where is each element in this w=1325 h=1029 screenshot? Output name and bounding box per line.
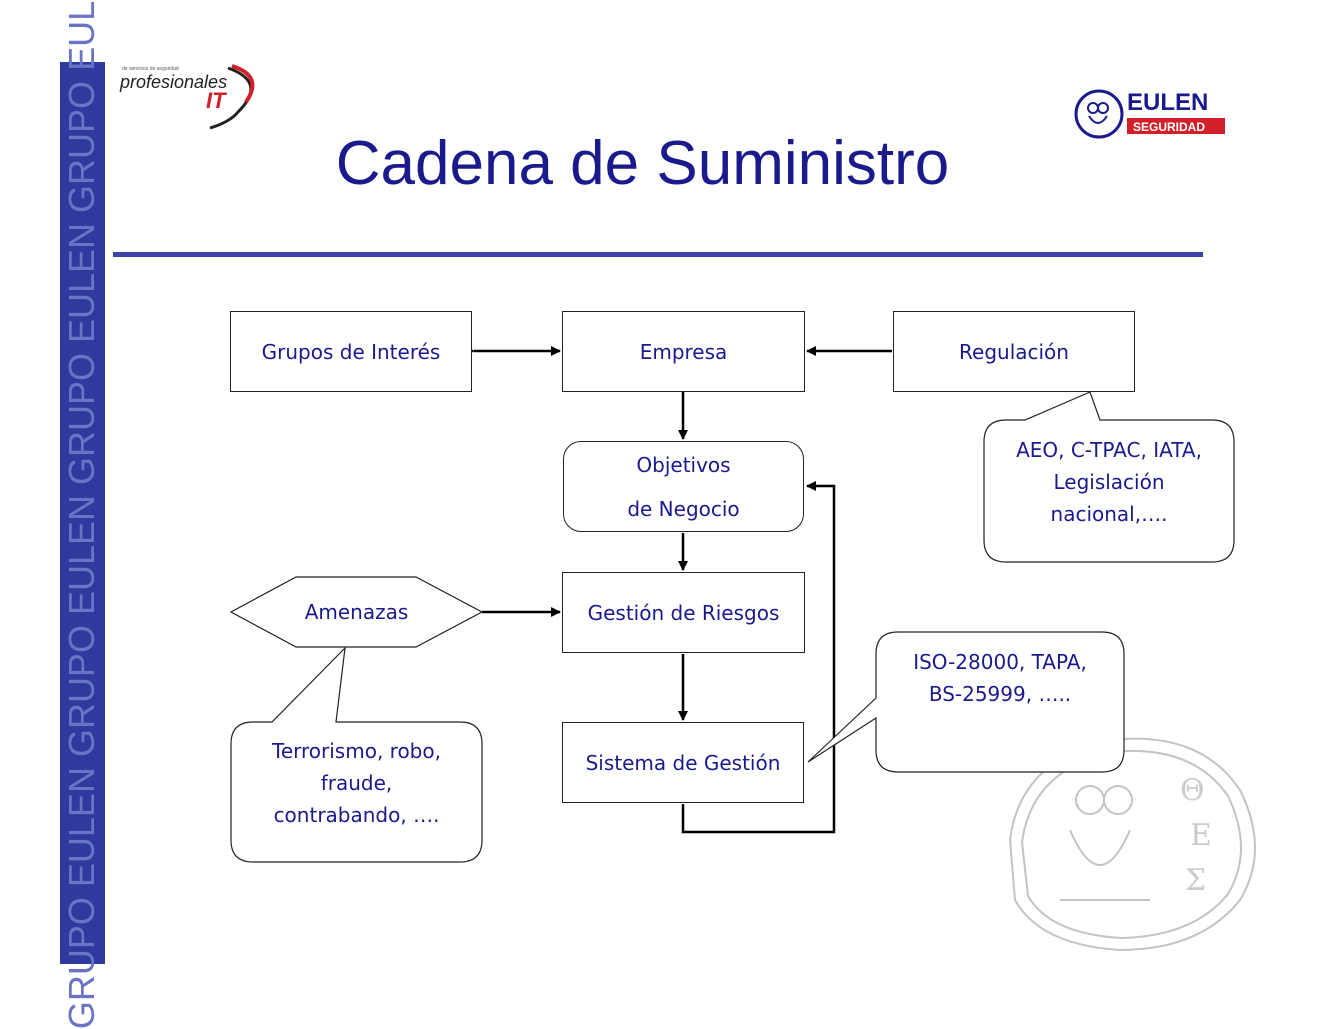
profesionales-it-logo: de servicios de seguridad profesionales … [118,62,268,137]
callout-regulacion: AEO, C-TPAC, IATA, Legislación nacional,… [984,434,1234,530]
title-divider [113,252,1203,257]
node-gestion-de-riesgos: Gestión de Riesgos [562,572,805,653]
logo-accent-text: IT [206,88,227,113]
callout-amenazas-line-3: contrabando, …. [273,803,440,827]
callout-regulacion-line-2: Legislación [1053,470,1165,494]
node-amenazas-label: Amenazas [304,600,409,624]
callout-amenazas: Terrorismo, robo, fraude, contrabando, …… [231,735,482,831]
callout-sistema-line-2: BS-25999, ….. [928,682,1072,706]
eulen-text: EULEN [1127,89,1208,116]
eulen-seguridad-logo: EULEN SEGURIDAD [1073,88,1228,145]
callout-sistema-shape [807,631,1125,773]
node-objetivos-label-1: Objetivos [636,452,731,477]
node-objetivos-de-negocio: Objetivos de Negocio [563,441,804,532]
logo-small-text: de servicios de seguridad [122,66,179,72]
node-objetivos-label-2: de Negocio [627,496,740,521]
feedback-loop-arrow [681,481,836,834]
callout-amenazas-shape [230,646,483,863]
node-empresa-label: Empresa [639,339,728,364]
sidebar-band [60,62,105,964]
node-regulacion: Regulación [893,311,1135,392]
svg-text:Ε: Ε [1190,818,1212,853]
callout-regulacion-line-1: AEO, C-TPAC, IATA, [1016,438,1202,462]
node-grupos-label: Grupos de Interés [261,339,441,364]
amenazas-hexagon [229,576,484,648]
callout-regulacion-shape [983,391,1235,563]
node-gestion-riesgos-label: Gestión de Riesgos [587,600,780,625]
svg-text:Θ: Θ [1180,773,1205,808]
seguridad-text: SEGURIDAD [1133,120,1205,134]
node-grupos-de-interes: Grupos de Interés [230,311,472,392]
callout-amenazas-line-1: Terrorismo, robo, [272,739,441,763]
node-empresa: Empresa [562,311,805,392]
callout-sistema-line-1: ISO-28000, TAPA, [913,650,1087,674]
svg-text:Σ: Σ [1185,863,1206,898]
callout-sistema: ISO-28000, TAPA, BS-25999, ….. [876,646,1124,710]
callout-regulacion-line-3: nacional,…. [1050,502,1168,526]
node-sistema-gestion-label: Sistema de Gestión [585,750,781,775]
node-sistema-de-gestion: Sistema de Gestión [562,722,804,803]
page-title: Cadena de Suministro [335,129,950,198]
node-regulacion-label: Regulación [959,339,1069,364]
logo-main-text: profesionales [119,72,227,92]
callout-amenazas-line-2: fraude, [320,771,393,795]
